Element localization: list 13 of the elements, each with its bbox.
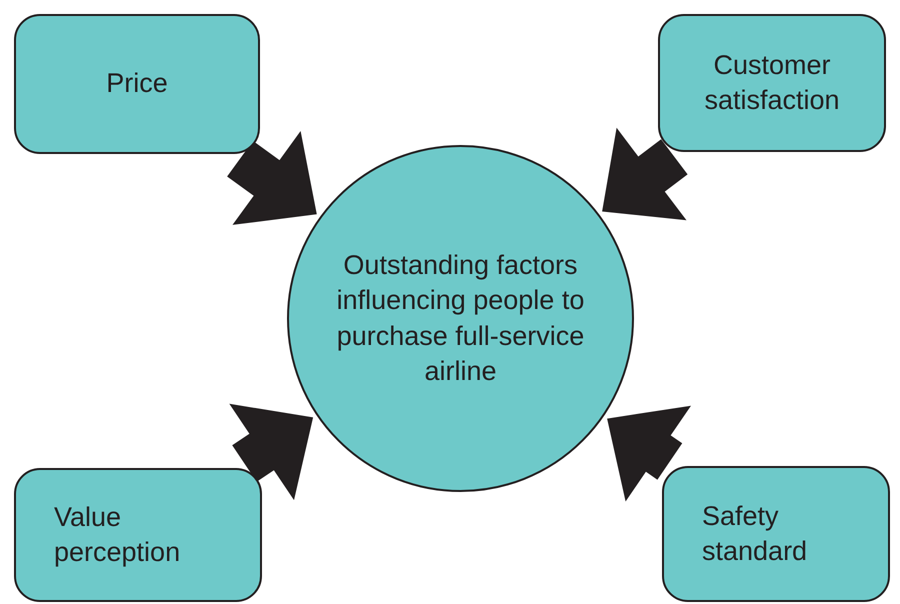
node-label: Customer satisfaction xyxy=(703,48,841,117)
node-label: Outstanding factors influencing people to purchase full-service airline xyxy=(336,249,586,388)
node-label: Safety standard xyxy=(702,500,808,568)
block-arrow xyxy=(602,128,688,220)
factor-box xyxy=(662,466,890,602)
block-arrow xyxy=(607,406,691,502)
node-label: Value perception xyxy=(54,500,182,569)
node-label: Price xyxy=(106,67,168,100)
block-arrow xyxy=(227,131,317,225)
block-arrow xyxy=(229,404,314,500)
factor-box xyxy=(14,468,262,602)
factor-box xyxy=(658,14,886,152)
factor-box xyxy=(14,14,260,154)
